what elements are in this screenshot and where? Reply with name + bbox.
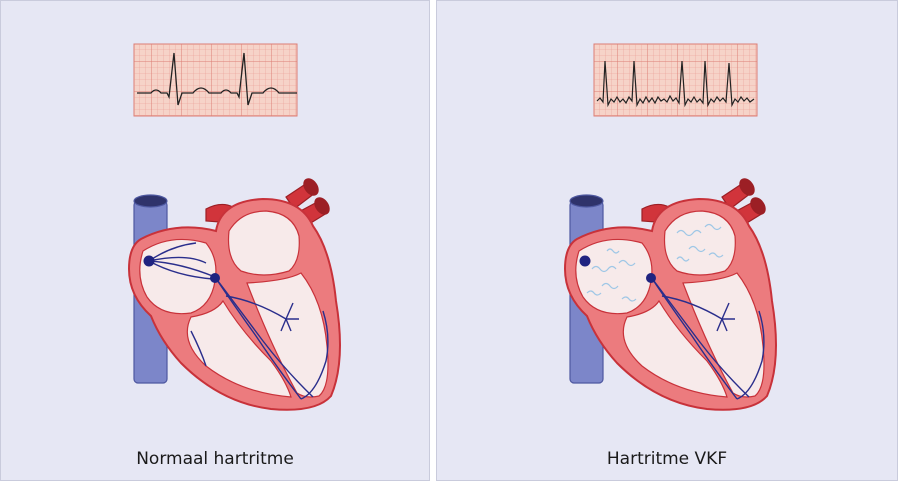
afib-rhythm-caption: Hartritme VKF [437, 449, 897, 469]
sa-node [144, 256, 155, 267]
left-atrium [229, 211, 300, 275]
right-atrium [576, 239, 652, 313]
av-node [646, 273, 656, 283]
av-node [210, 273, 220, 283]
ecg-strip-normal [134, 44, 297, 116]
heart-afib [565, 176, 776, 410]
afib-rhythm-panel: Hartritme VKF [436, 0, 898, 481]
heart-normal [129, 176, 340, 410]
afib-rhythm-illustration [437, 1, 898, 481]
normal-rhythm-panel: Normaal hartritme [0, 0, 430, 481]
right-atrium [140, 239, 216, 313]
left-atrium [665, 211, 736, 275]
ecg-strip-afib [594, 44, 757, 116]
normal-rhythm-caption: Normaal hartritme [1, 449, 429, 469]
normal-rhythm-illustration [1, 1, 431, 481]
sa-node [580, 256, 591, 267]
